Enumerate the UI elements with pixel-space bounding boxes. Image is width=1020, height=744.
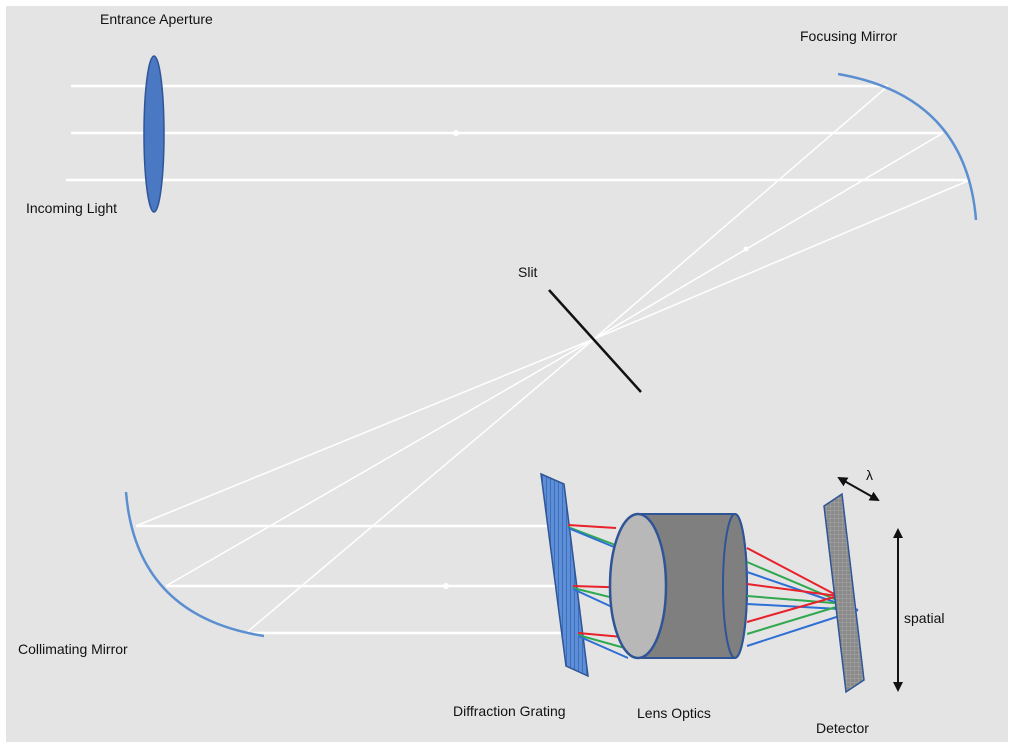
lens-optics-label: Lens Optics bbox=[637, 705, 711, 721]
detector bbox=[823, 492, 865, 694]
diffraction-grating-label: Diffraction Grating bbox=[453, 703, 566, 719]
lambda-label: λ bbox=[866, 467, 873, 483]
incoming-light-label: Incoming Light bbox=[26, 200, 118, 216]
ray-direction-marker-2 bbox=[743, 246, 749, 252]
focusing-mirror-label: Focusing Mirror bbox=[800, 28, 898, 44]
ray-direction-marker bbox=[453, 130, 459, 136]
incoming-rays bbox=[66, 84, 970, 182]
diagram-canvas bbox=[66, 55, 978, 694]
entrance-aperture-label: Entrance Aperture bbox=[100, 11, 213, 27]
focused-rays bbox=[593, 85, 971, 340]
diverging-rays bbox=[135, 338, 595, 634]
focusing-mirror bbox=[837, 72, 978, 221]
spectrometer-diagram: Entrance Aperture Focusing Mirror Incomi… bbox=[6, 6, 1008, 742]
focused-spectral-rays bbox=[746, 547, 859, 647]
collimating-mirror-label: Collimating Mirror bbox=[18, 641, 128, 657]
collimated-rays bbox=[136, 524, 576, 635]
detector-label: Detector bbox=[816, 720, 869, 736]
spatial-label: spatial bbox=[904, 610, 945, 626]
collimating-mirror bbox=[124, 491, 265, 638]
slit-label: Slit bbox=[518, 264, 538, 280]
slit bbox=[548, 289, 642, 393]
ray-direction-marker-3 bbox=[443, 583, 449, 589]
lens-optics bbox=[608, 512, 748, 660]
wavelength-arrow bbox=[837, 477, 880, 501]
entrance-aperture-lens bbox=[143, 55, 165, 213]
diffraction-grating bbox=[540, 472, 589, 678]
